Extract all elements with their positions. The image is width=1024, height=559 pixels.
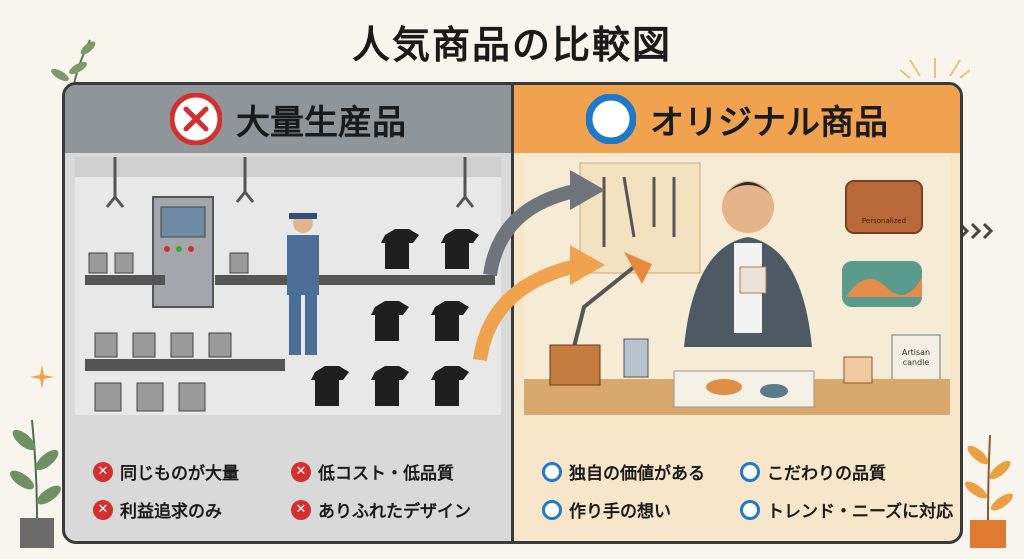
list-item: ✕ ありふれたデザイン <box>291 497 471 522</box>
x-mark-icon: ✕ <box>291 499 311 520</box>
factory-illustration <box>75 157 501 415</box>
o-mark-icon <box>740 461 760 482</box>
list-item: ✕ 低コスト・低品質 <box>291 459 454 484</box>
artisan-illustration: Personalized Artisan candle <box>524 157 950 415</box>
x-mark-icon: ✕ <box>291 461 311 482</box>
original-product-bullets: 独自の価値がある こだわりの品質 作り手の想い トレンド・ニーズに対応 <box>514 445 960 541</box>
o-mark-icon <box>740 499 760 520</box>
candle-label-2: candle <box>903 358 930 367</box>
sparkle-icon <box>30 365 54 389</box>
x-circle-icon <box>170 93 222 145</box>
bullet-text: こだわりの品質 <box>767 464 886 484</box>
list-item: 独自の価値がある <box>542 459 705 484</box>
chevron-right-icon <box>958 222 994 240</box>
plant-icon <box>10 419 61 548</box>
list-item: 作り手の想い <box>542 497 671 522</box>
o-mark-icon <box>542 461 562 482</box>
original-product-panel: オリジナル商品 Personalized Artisan candle <box>511 82 963 544</box>
original-product-header: オリジナル商品 <box>514 85 960 153</box>
o-circle-icon <box>586 94 636 144</box>
x-mark-icon: ✕ <box>93 499 113 520</box>
bullet-text: 作り手の想い <box>569 502 671 522</box>
list-item: ✕ 利益追求のみ <box>93 497 222 522</box>
bullet-text: 利益追求のみ <box>120 502 222 522</box>
bullet-text: ありふれたデザイン <box>318 502 471 522</box>
bullet-text: トレンド・ニーズに対応 <box>767 502 954 522</box>
mass-production-bullets: ✕ 同じものが大量 ✕ 低コスト・低品質 ✕ 利益追求のみ ✕ ありふれたデザイ… <box>65 445 511 541</box>
bullet-text: 同じものが大量 <box>120 464 239 484</box>
candle-label-1: Artisan <box>902 348 930 357</box>
page-title: 人気商品の比較図 <box>351 23 672 67</box>
list-item: ✕ 同じものが大量 <box>93 459 239 484</box>
list-item: トレンド・ニーズに対応 <box>740 497 953 522</box>
wallet-label: Personalized <box>862 217 906 225</box>
bullet-text: 独自の価値がある <box>569 464 705 484</box>
o-mark-icon <box>542 499 562 520</box>
arrow-icon <box>473 170 605 362</box>
plant-icon <box>964 434 1014 548</box>
mass-production-panel: 大量生産品 <box>62 82 514 544</box>
x-mark-icon: ✕ <box>93 461 113 482</box>
bullet-text: 低コスト・低品質 <box>318 464 454 484</box>
list-item: こだわりの品質 <box>740 459 886 484</box>
mass-production-header: 大量生産品 <box>65 85 511 153</box>
sparkle-icon <box>900 58 970 79</box>
original-product-heading: オリジナル商品 <box>650 102 888 143</box>
mass-production-heading: 大量生産品 <box>236 102 406 143</box>
